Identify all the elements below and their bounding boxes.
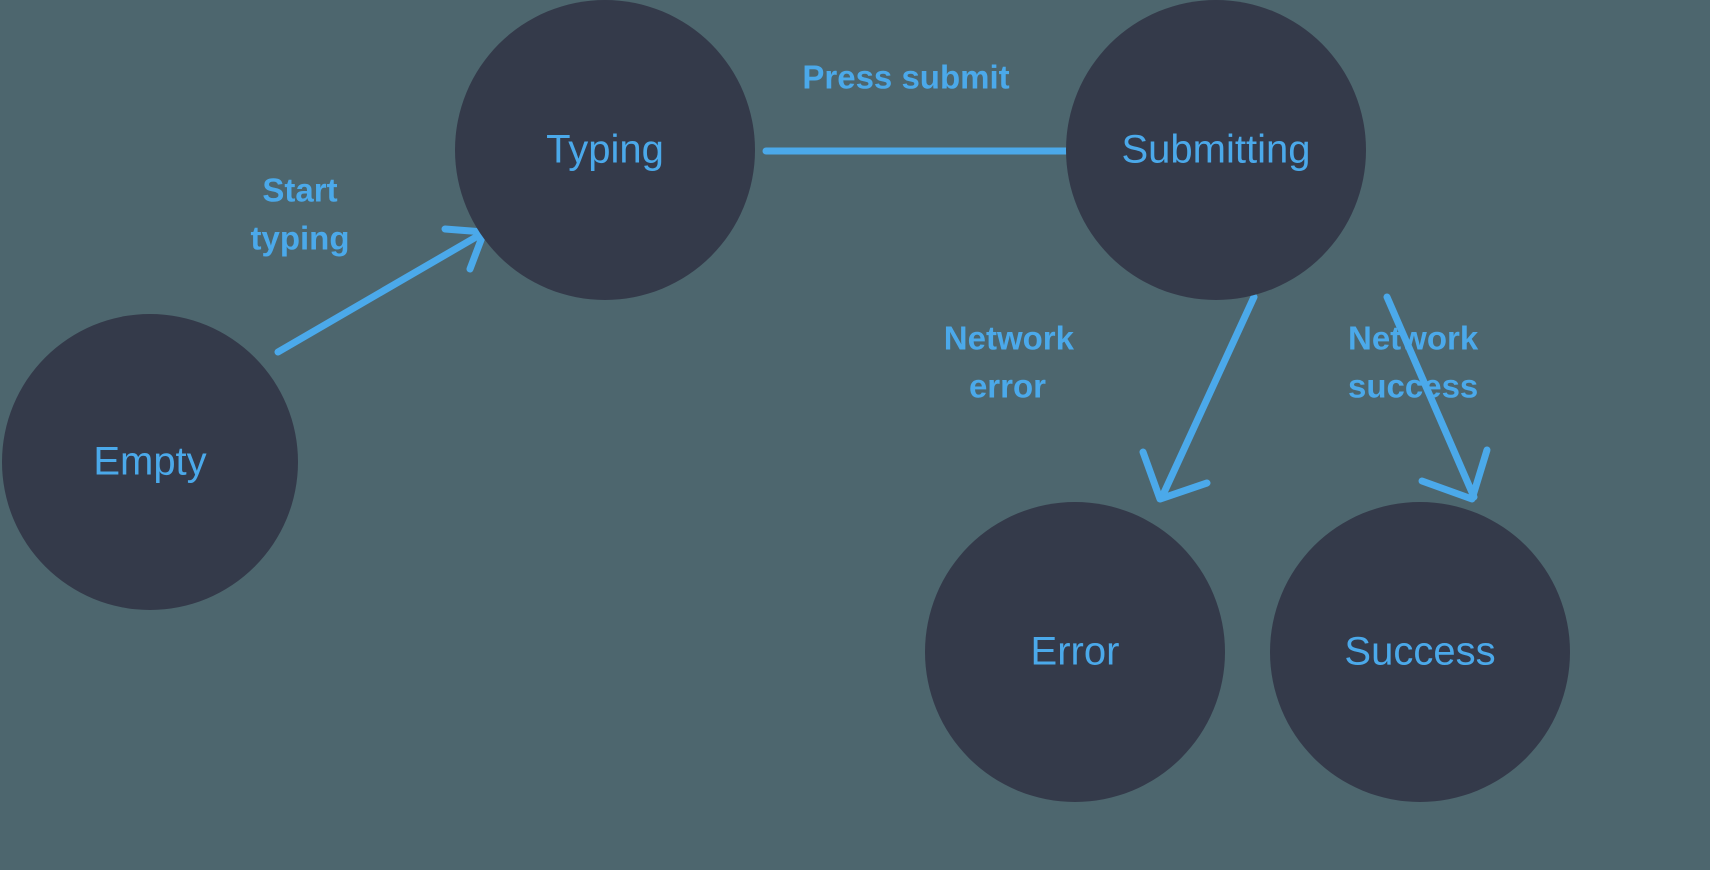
state-node-empty-circle[interactable]: [2, 314, 298, 610]
edge-label-empty-to-typing-line-2: typing: [251, 220, 350, 257]
state-node-typing-circle[interactable]: [455, 0, 755, 300]
edge-line-empty-to-typing: [274, 229, 487, 356]
state-node-success[interactable]: Success: [1270, 502, 1570, 802]
state-node-submitting-label: Submitting: [1122, 128, 1311, 172]
state-node-empty[interactable]: Empty: [2, 314, 298, 610]
edge-label-submitting-to-success-line-1: Network: [1348, 320, 1479, 357]
edge-submitting-to-success: [1383, 293, 1491, 503]
state-node-success-label: Success: [1344, 630, 1495, 674]
state-node-error-label: Error: [1031, 630, 1120, 674]
edge-label-typing-to-submitting-line-1: Press submit: [802, 59, 1009, 96]
arrowhead-submitting-to-success: [1418, 446, 1491, 503]
edge-label-submitting-to-error-line-1: Network: [944, 320, 1075, 357]
state-node-submitting[interactable]: Submitting: [1066, 0, 1366, 300]
state-node-error[interactable]: Error: [925, 502, 1225, 802]
edge-label-typing-to-submitting: Press submit: [802, 59, 1009, 96]
edge-label-submitting-to-error-line-2: error: [969, 368, 1046, 405]
state-node-typing-label: Typing: [546, 128, 664, 172]
state-node-empty-label: Empty: [93, 440, 206, 484]
edge-label-submitting-to-success-line-2: success: [1348, 368, 1478, 405]
edge-label-submitting-to-error: Network error: [944, 320, 1075, 405]
edge-label-empty-to-typing: Start typing: [251, 172, 350, 257]
edge-line-submitting-to-error: [1158, 293, 1258, 501]
state-node-error-circle[interactable]: [925, 502, 1225, 802]
arrowhead-submitting-to-error: [1139, 448, 1211, 503]
edge-label-submitting-to-success: Network success: [1348, 320, 1479, 405]
state-node-typing[interactable]: Typing: [455, 0, 755, 300]
edge-line-submitting-to-success: [1383, 293, 1478, 501]
state-node-submitting-circle[interactable]: [1066, 0, 1366, 300]
edge-label-empty-to-typing-line-1: Start: [262, 172, 337, 209]
state-node-success-circle[interactable]: [1270, 502, 1570, 802]
edge-submitting-to-error: [1139, 293, 1258, 503]
